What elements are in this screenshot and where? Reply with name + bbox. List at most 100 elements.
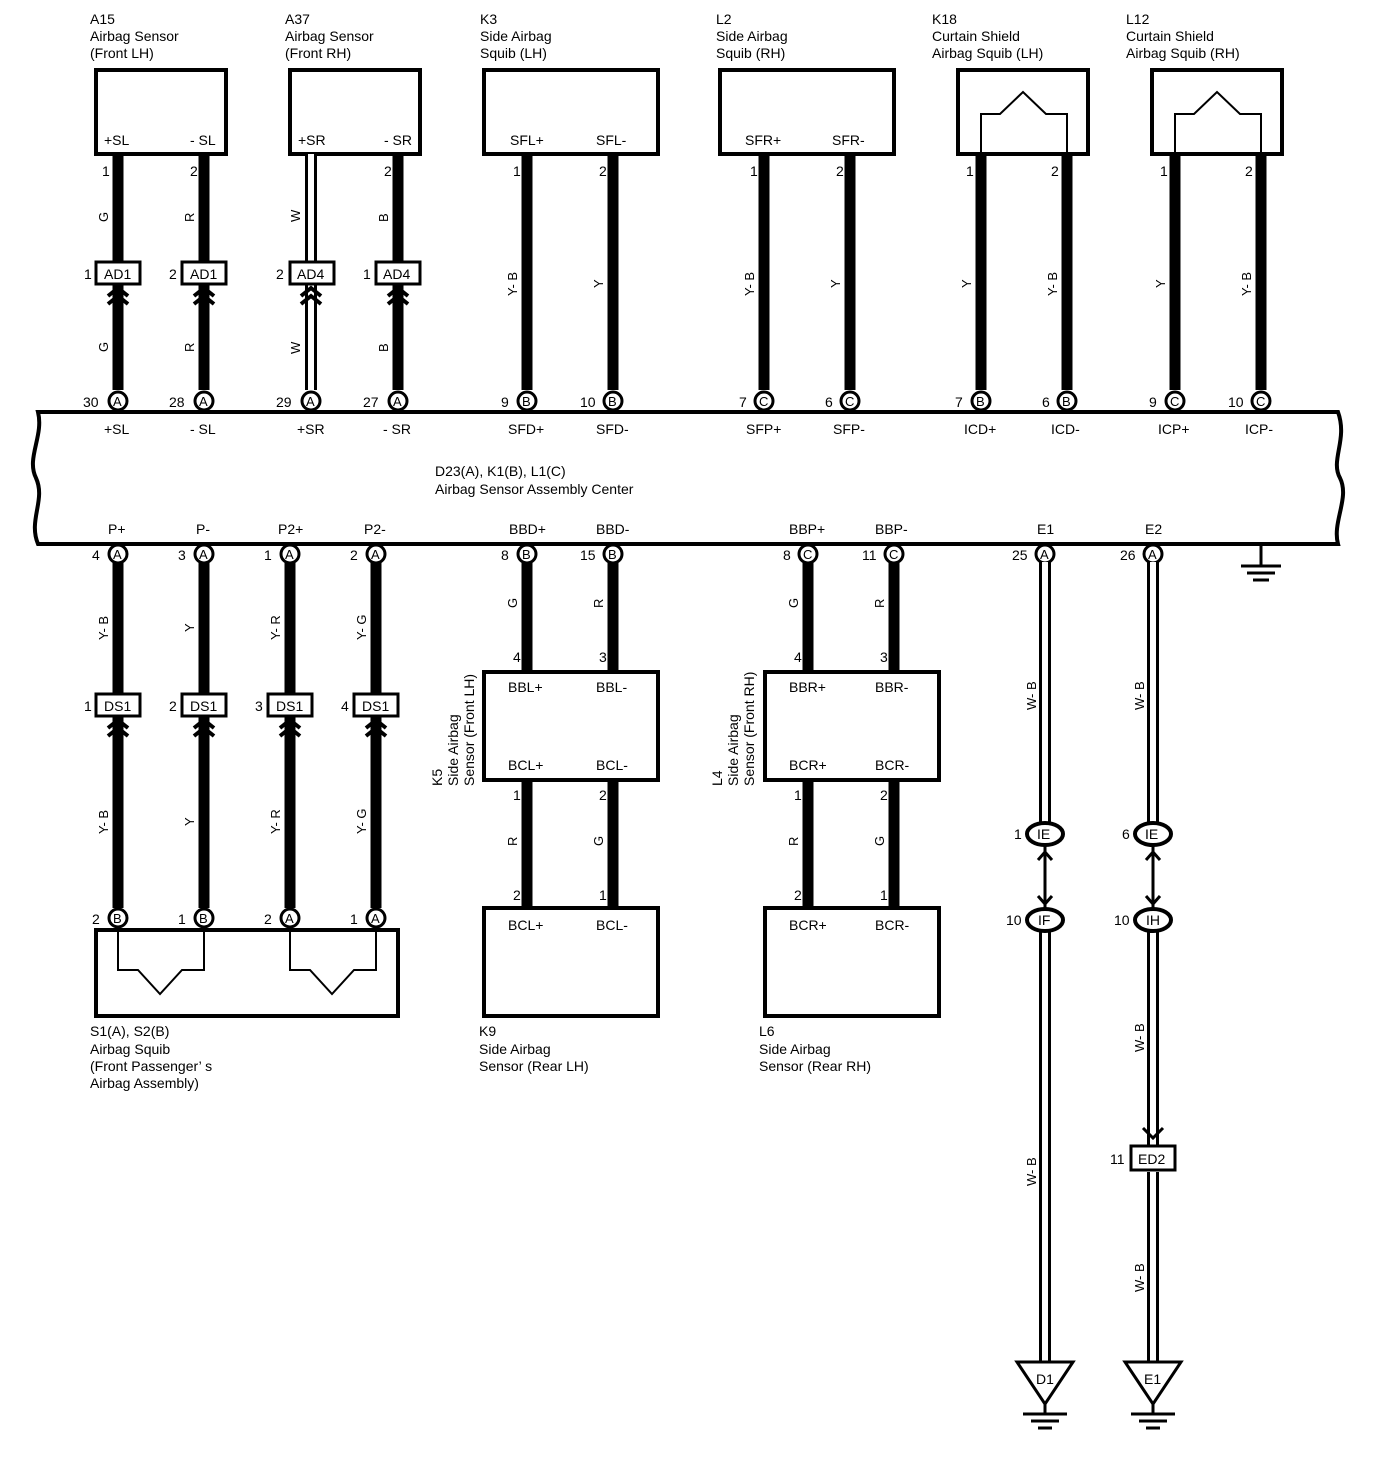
ecu-pin: A1 — [264, 543, 301, 565]
pin-number: 1 — [363, 266, 371, 282]
svg-text:2: 2 — [794, 887, 802, 903]
pin-number: 1 — [966, 163, 974, 179]
ecu-pin: C8 — [783, 543, 819, 565]
svg-text:Y- G: Y- G — [354, 614, 369, 640]
svg-text:11: 11 — [1110, 1151, 1125, 1167]
wire-color: G — [96, 212, 111, 222]
svg-text:A: A — [113, 547, 122, 562]
component-sub: Airbag Squib (LH) — [932, 45, 1043, 61]
svg-text:BBD+: BBD+ — [509, 521, 546, 537]
svg-text:W- B: W- B — [1024, 681, 1039, 710]
component-name: Curtain Shield — [1126, 28, 1214, 44]
svg-text:IE: IE — [1145, 826, 1158, 842]
pin-label: +SL — [104, 132, 130, 148]
svg-text:G: G — [505, 598, 520, 608]
svg-text:BBR-: BBR- — [875, 679, 909, 695]
component-l2: L2 Side Airbag Squib (RH) SFR+ SFR- — [716, 11, 896, 156]
ground-line-e2: W- B W- B W- B IE 6 IH 10 ED2 11 E1 — [1110, 562, 1184, 1430]
ecu-pin: A29+SR — [276, 390, 325, 437]
component-id: A37 — [285, 11, 310, 27]
svg-text:(Front Passenger’ s: (Front Passenger’ s — [90, 1058, 212, 1074]
svg-text:B: B — [608, 547, 617, 562]
pin-number: 1 — [513, 163, 521, 179]
sensor-l6: BCR+ BCR- 2 1 L6 Side Airbag Sensor (Rea… — [759, 887, 941, 1074]
pin-label: SFR- — [832, 132, 865, 148]
svg-text:BBL-: BBL- — [596, 679, 627, 695]
top-pin-numbers: 1 2 2 1 2 1 2 1 2 1 2 — [102, 163, 1253, 179]
svg-text:R: R — [591, 599, 606, 608]
svg-text:A: A — [113, 394, 122, 409]
svg-text:Y: Y — [182, 817, 197, 826]
wire-color: W — [288, 341, 303, 354]
component-a37: A37 Airbag Sensor (Front RH) +SR - SR — [285, 11, 422, 156]
svg-text:11: 11 — [862, 547, 877, 563]
svg-text:26: 26 — [1120, 547, 1136, 563]
svg-text:C: C — [1170, 394, 1179, 409]
wire-color: Y — [828, 279, 843, 288]
svg-text:2: 2 — [169, 698, 177, 714]
svg-text:3: 3 — [880, 649, 888, 665]
squib-assembly: B2 B1 A2 A1 S1(A), S2(B) Airbag Squib (F… — [90, 907, 400, 1091]
svg-text:DS1: DS1 — [276, 698, 303, 714]
component-name: Curtain Shield — [932, 28, 1020, 44]
svg-text:SFD+: SFD+ — [508, 421, 544, 437]
svg-text:D1: D1 — [1036, 1371, 1054, 1387]
svg-text:P-: P- — [196, 521, 210, 537]
svg-text:2: 2 — [513, 887, 521, 903]
svg-text:W- B: W- B — [1132, 1263, 1147, 1292]
pin-number: 1 — [750, 163, 758, 179]
svg-text:1: 1 — [880, 887, 888, 903]
svg-text:B: B — [113, 911, 122, 926]
svg-text:28: 28 — [169, 394, 185, 410]
svg-text:A: A — [1040, 547, 1049, 562]
pin-label: - SL — [190, 132, 216, 148]
svg-text:- SR: - SR — [383, 421, 411, 437]
svg-text:BBP+: BBP+ — [789, 521, 825, 537]
ecu-pin: A3 — [178, 543, 215, 565]
svg-text:BCL-: BCL- — [596, 757, 628, 773]
component-id: K18 — [932, 11, 957, 27]
component-sub: (Front LH) — [90, 45, 154, 61]
wire-color: Y- B — [1045, 272, 1060, 296]
connector-label: AD1 — [104, 266, 131, 282]
connector-label: AD4 — [297, 266, 324, 282]
svg-text:BBP-: BBP- — [875, 521, 908, 537]
svg-text:E2: E2 — [1145, 521, 1162, 537]
svg-text:3: 3 — [599, 649, 607, 665]
svg-text:B: B — [199, 911, 208, 926]
svg-text:SFP-: SFP- — [833, 421, 865, 437]
svg-text:C: C — [803, 547, 812, 562]
svg-text:27: 27 — [363, 394, 379, 410]
svg-text:25: 25 — [1012, 547, 1028, 563]
ecu-ground-symbol — [1241, 544, 1281, 582]
svg-text:8: 8 — [783, 547, 791, 563]
pin-number: 2 — [1051, 163, 1059, 179]
component-l12: L12 Curtain Shield Airbag Squib (RH) — [1126, 11, 1284, 162]
pin-label: +SR — [298, 132, 326, 148]
ecu-pin: A26 — [1120, 543, 1164, 565]
pin-number: 1 — [102, 163, 110, 179]
svg-text:- SL: - SL — [190, 421, 216, 437]
svg-text:2: 2 — [880, 787, 888, 803]
svg-text:+SL: +SL — [104, 421, 130, 437]
svg-text:R: R — [786, 837, 801, 846]
component-k18: K18 Curtain Shield Airbag Squib (LH) — [932, 11, 1090, 162]
svg-text:B: B — [608, 394, 617, 409]
svg-text:Y- R: Y- R — [268, 615, 283, 640]
wire-color: W — [288, 209, 303, 222]
wire-color: R — [182, 343, 197, 352]
svg-text:9: 9 — [1149, 394, 1157, 410]
top-wires — [112, 154, 1267, 390]
svg-text:1: 1 — [513, 787, 521, 803]
svg-text:C: C — [759, 394, 768, 409]
svg-text:BCL-: BCL- — [596, 917, 628, 933]
pin-label: SFL+ — [510, 132, 544, 148]
svg-text:ICD+: ICD+ — [964, 421, 996, 437]
svg-text:W- B: W- B — [1024, 1157, 1039, 1186]
svg-text:2: 2 — [264, 911, 272, 927]
svg-text:E1: E1 — [1037, 521, 1054, 537]
